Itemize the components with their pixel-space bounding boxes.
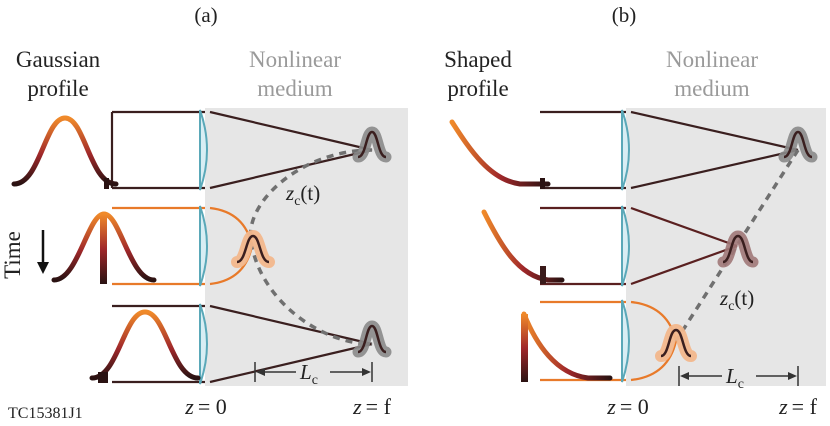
panel-b-focus-curve-label: zc(t): [719, 286, 754, 314]
panel-b-tag: (b): [612, 3, 637, 27]
panel-b-input-pulse-middle: [481, 209, 565, 284]
panel-a-length-var: L: [299, 360, 312, 384]
panel-a-z-end-label: z= f: [352, 394, 391, 419]
panel-a-lens-top: [199, 109, 208, 191]
panel-a-profile-title-line2: profile: [27, 76, 88, 101]
panel-b-input-pulse-top: [449, 119, 551, 189]
panel-b-focus-trajectory: [674, 149, 800, 342]
panel-b-lens-middle: [621, 205, 630, 287]
panel-b-focus-pulse-bottom: [655, 323, 697, 362]
panel-a-input-pulse-bottom: [89, 309, 201, 383]
panel-a-focus-curve-sub: c: [294, 194, 300, 209]
panel-b-length-arrow: [678, 366, 799, 386]
time-axis-label: Time: [0, 231, 25, 279]
panel-b-input-pulse-bottom: [521, 311, 613, 382]
panel-a-medium-title-line2: medium: [257, 76, 332, 101]
panel-a-length-arrow: [254, 362, 373, 382]
panel-b-focus-pulse-top: [778, 126, 818, 163]
panel-a-focus-curve-var: z: [285, 181, 294, 205]
panel-a-focus-curve-arg: (t): [300, 181, 320, 205]
panel-a: (a) Gaussian profile Nonlinear medium: [0, 3, 408, 419]
panel-b-medium-title-line1: Nonlinear: [666, 47, 758, 72]
panel-a-beam-bottom: [112, 304, 373, 384]
panel-b-profile-title-line2: profile: [447, 76, 508, 101]
panel-b-focus-pulse-middle: [717, 230, 759, 268]
panel-a-profile-title-line1: Gaussian: [16, 47, 101, 72]
panel-a-focus-pulse-bottom: [352, 320, 392, 358]
panel-b-focus-curve-var: z: [719, 286, 728, 310]
panel-a-beam-top: [110, 110, 373, 190]
panel-a-focus-curve-label: zc(t): [285, 181, 320, 209]
panel-a-focus-pulse-top: [352, 126, 392, 163]
panel-a-input-pulse-top: [11, 115, 119, 189]
panel-b-medium-title-line2: medium: [674, 76, 749, 101]
panel-b-length-var: L: [725, 364, 738, 388]
figure-id-label: TC15381J1: [8, 405, 83, 422]
panel-b-lens-bottom: [621, 299, 630, 383]
panel-a-lens-middle: [199, 205, 208, 287]
panel-a-focus-pulse-middle: [231, 229, 275, 268]
panel-b-beam-middle: [540, 206, 738, 286]
panel-b-beam-top: [540, 110, 799, 190]
panel-a-tag: (a): [194, 3, 217, 27]
panel-a-length-sub: c: [312, 373, 318, 388]
panel-b-z-start-label: z= 0: [606, 394, 648, 419]
panel-b-z-end-label: z= f: [778, 394, 817, 419]
panel-a-lens-bottom: [199, 303, 208, 385]
panel-b-profile-title-line1: Shaped: [444, 47, 512, 72]
panel-a-input-pulse-middle: [51, 211, 157, 284]
panel-b-length-label: Lc: [725, 364, 744, 392]
panel-a-length-label: Lc: [299, 360, 318, 388]
panel-b-focus-curve-arg: (t): [734, 286, 754, 310]
panel-b-length-sub: c: [738, 377, 744, 392]
panel-b-lens-top: [621, 109, 630, 191]
time-arrow-icon: [37, 230, 49, 274]
panel-b: (b) Shaped profile Nonlinear medium: [444, 3, 826, 419]
panel-a-medium-title-line1: Nonlinear: [249, 47, 341, 72]
panel-a-z-start-label: z= 0: [184, 394, 226, 419]
panel-b-focus-curve-sub: c: [728, 299, 734, 314]
